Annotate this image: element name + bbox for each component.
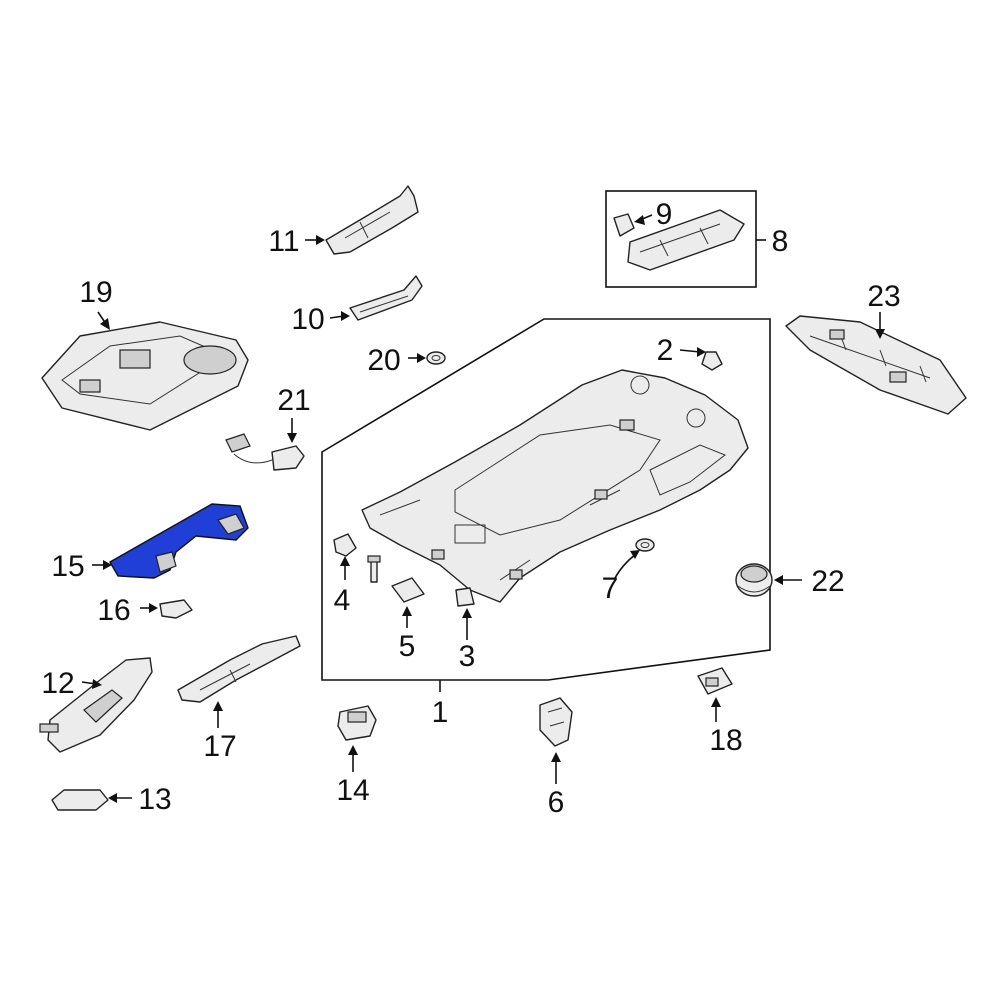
clip-part-2[interactable] bbox=[701, 351, 723, 371]
callout-6: 6 bbox=[548, 786, 565, 819]
bracket-part-6[interactable] bbox=[539, 697, 573, 747]
callout-15: 15 bbox=[51, 550, 84, 583]
arrow-12 bbox=[92, 679, 102, 689]
headliner-insulator-part-15[interactable] bbox=[109, 503, 249, 579]
grommet-part-7[interactable] bbox=[635, 538, 655, 552]
callout-18: 18 bbox=[709, 724, 742, 757]
arrow-22 bbox=[774, 575, 783, 585]
callout-21: 21 bbox=[277, 384, 310, 417]
arrow-5 bbox=[402, 606, 412, 616]
arrow-11 bbox=[316, 235, 325, 245]
callout-16: 16 bbox=[97, 594, 130, 627]
arrow-18 bbox=[711, 697, 721, 707]
arrow-2 bbox=[697, 347, 706, 357]
arrow-14 bbox=[348, 745, 358, 755]
pad-part-5[interactable] bbox=[391, 577, 425, 603]
arrow-9 bbox=[634, 215, 645, 225]
callout-9: 9 bbox=[656, 198, 673, 231]
bracket-part-11[interactable] bbox=[325, 185, 419, 255]
arrow-19 bbox=[100, 318, 110, 330]
rear-trim-part-23[interactable] bbox=[785, 315, 967, 415]
clip-part-18[interactable] bbox=[697, 667, 733, 695]
arrow-13 bbox=[108, 793, 117, 803]
overhead-console-part-19[interactable] bbox=[41, 321, 249, 431]
headliner-group-frame bbox=[321, 318, 771, 681]
callout-23: 23 bbox=[867, 280, 900, 313]
callout-5: 5 bbox=[399, 630, 416, 663]
arrow-3 bbox=[462, 608, 472, 618]
callout-8: 8 bbox=[772, 225, 789, 258]
callout-7: 7 bbox=[602, 572, 619, 605]
arrow-16 bbox=[149, 603, 158, 613]
harness-part-21[interactable] bbox=[225, 433, 305, 471]
callout-19: 19 bbox=[79, 276, 112, 309]
sun-visor-part-12[interactable] bbox=[39, 657, 153, 753]
callout-20: 20 bbox=[367, 344, 400, 377]
clip-part-4[interactable] bbox=[333, 533, 357, 557]
grommet-part-20[interactable] bbox=[426, 351, 446, 365]
arrow-4 bbox=[340, 556, 350, 566]
callout-13: 13 bbox=[138, 783, 171, 816]
holder-part-13[interactable] bbox=[51, 789, 109, 811]
arrow-7 bbox=[630, 550, 640, 559]
arrow-17 bbox=[213, 701, 223, 711]
callout-12: 12 bbox=[41, 667, 74, 700]
lamp-part-22[interactable] bbox=[735, 563, 773, 597]
callout-14: 14 bbox=[336, 774, 369, 807]
clip-part-16[interactable] bbox=[159, 599, 193, 619]
grab-handle-part-8[interactable] bbox=[627, 209, 745, 271]
screw-part[interactable] bbox=[367, 555, 381, 583]
callout-11: 11 bbox=[268, 225, 299, 258]
handle-group-frame bbox=[605, 190, 757, 288]
callout-17: 17 bbox=[203, 730, 236, 763]
grab-handle-part-10[interactable] bbox=[349, 275, 423, 321]
bracket-part-17[interactable] bbox=[177, 635, 301, 703]
headliner-part[interactable] bbox=[361, 369, 749, 603]
arrow-10 bbox=[341, 311, 350, 321]
switch-part-14[interactable] bbox=[337, 705, 377, 741]
arrow-21 bbox=[287, 433, 297, 443]
callout-2: 2 bbox=[657, 334, 674, 367]
arrow-15 bbox=[103, 560, 112, 570]
clip-part-9[interactable] bbox=[613, 213, 635, 237]
leader-2 bbox=[679, 349, 701, 353]
arrow-23 bbox=[875, 329, 885, 339]
callout-3: 3 bbox=[459, 640, 476, 673]
callout-4: 4 bbox=[334, 584, 351, 617]
arrow-6 bbox=[551, 752, 561, 762]
callout-22: 22 bbox=[811, 565, 844, 598]
callout-1: 1 bbox=[432, 696, 449, 729]
callout-10: 10 bbox=[291, 303, 324, 336]
arrow-20 bbox=[417, 353, 426, 363]
clip-part-3[interactable] bbox=[455, 587, 475, 607]
